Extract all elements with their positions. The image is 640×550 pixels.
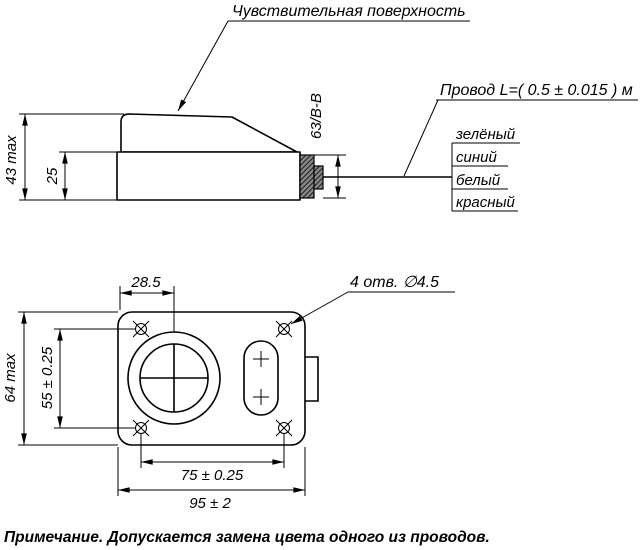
wire-leader bbox=[403, 99, 439, 177]
callout-holes: 4 отв. ∅4.5 bbox=[290, 274, 455, 325]
mounting-holes bbox=[132, 320, 293, 437]
callout-leader bbox=[177, 20, 229, 112]
dim-63-label: 63/В-В bbox=[308, 93, 325, 139]
dim-55-label: 55 ± 0.25 bbox=[39, 346, 56, 409]
wire-color-labels: зелёный синий белый красный bbox=[451, 126, 520, 212]
dim-gland-section: 63/В-В bbox=[308, 93, 346, 199]
drawing-note: Примечание. Допускается замена цвета одн… bbox=[4, 529, 490, 546]
mounting-hole bbox=[132, 320, 150, 338]
holes-label: 4 отв. ∅4.5 bbox=[350, 274, 439, 291]
wire-color-green: зелёный bbox=[455, 126, 516, 143]
holes-leader bbox=[290, 291, 349, 325]
sensitive-surface-label: Чувствительная поверхность bbox=[232, 3, 466, 20]
mounting-hole bbox=[132, 419, 150, 437]
side-view bbox=[116, 113, 452, 201]
sensor-cap-profile bbox=[120, 113, 298, 153]
terminal-slot bbox=[243, 340, 279, 416]
mounting-hole bbox=[275, 419, 293, 437]
callout-wire: Провод L=( 0.5 ± 0.015 ) м bbox=[403, 82, 638, 177]
wire-color-blue: синий bbox=[456, 149, 497, 166]
dim-43max-label: 43 max bbox=[3, 135, 20, 185]
dim-95-label: 95 ± 2 bbox=[189, 495, 231, 512]
wire-color-white: белый bbox=[456, 172, 501, 189]
sensor-body-profile bbox=[116, 151, 301, 201]
wire-label: Провод L=( 0.5 ± 0.015 ) м bbox=[440, 82, 633, 99]
dim-side-total-height: 43 max bbox=[3, 113, 124, 201]
dim-hole-spacing-vertical: 55 ± 0.25 bbox=[39, 328, 135, 429]
dim-front-total-width: 95 ± 2 bbox=[117, 447, 306, 512]
callout-sensitive-surface: Чувствительная поверхность bbox=[177, 3, 470, 112]
dim-75-label: 75 ± 0.25 bbox=[181, 467, 244, 484]
dim-64max-label: 64 max bbox=[2, 353, 19, 403]
sensing-face bbox=[127, 331, 221, 425]
dim-28-label: 28.5 bbox=[130, 274, 161, 291]
side-tab bbox=[305, 356, 319, 402]
mounting-hole bbox=[275, 320, 293, 338]
front-view bbox=[117, 311, 319, 446]
cable-bushing bbox=[313, 165, 324, 190]
dim-front-total-height: 64 max bbox=[2, 311, 118, 446]
dim-center-offset: 28.5 bbox=[119, 274, 175, 332]
dim-25-label: 25 bbox=[44, 167, 61, 185]
wire-color-red: красный bbox=[456, 194, 516, 211]
dim-side-body-height: 25 bbox=[44, 151, 117, 200]
cable-gland bbox=[299, 154, 315, 199]
dim-hole-spacing-horizontal: 75 ± 0.25 bbox=[140, 434, 285, 484]
